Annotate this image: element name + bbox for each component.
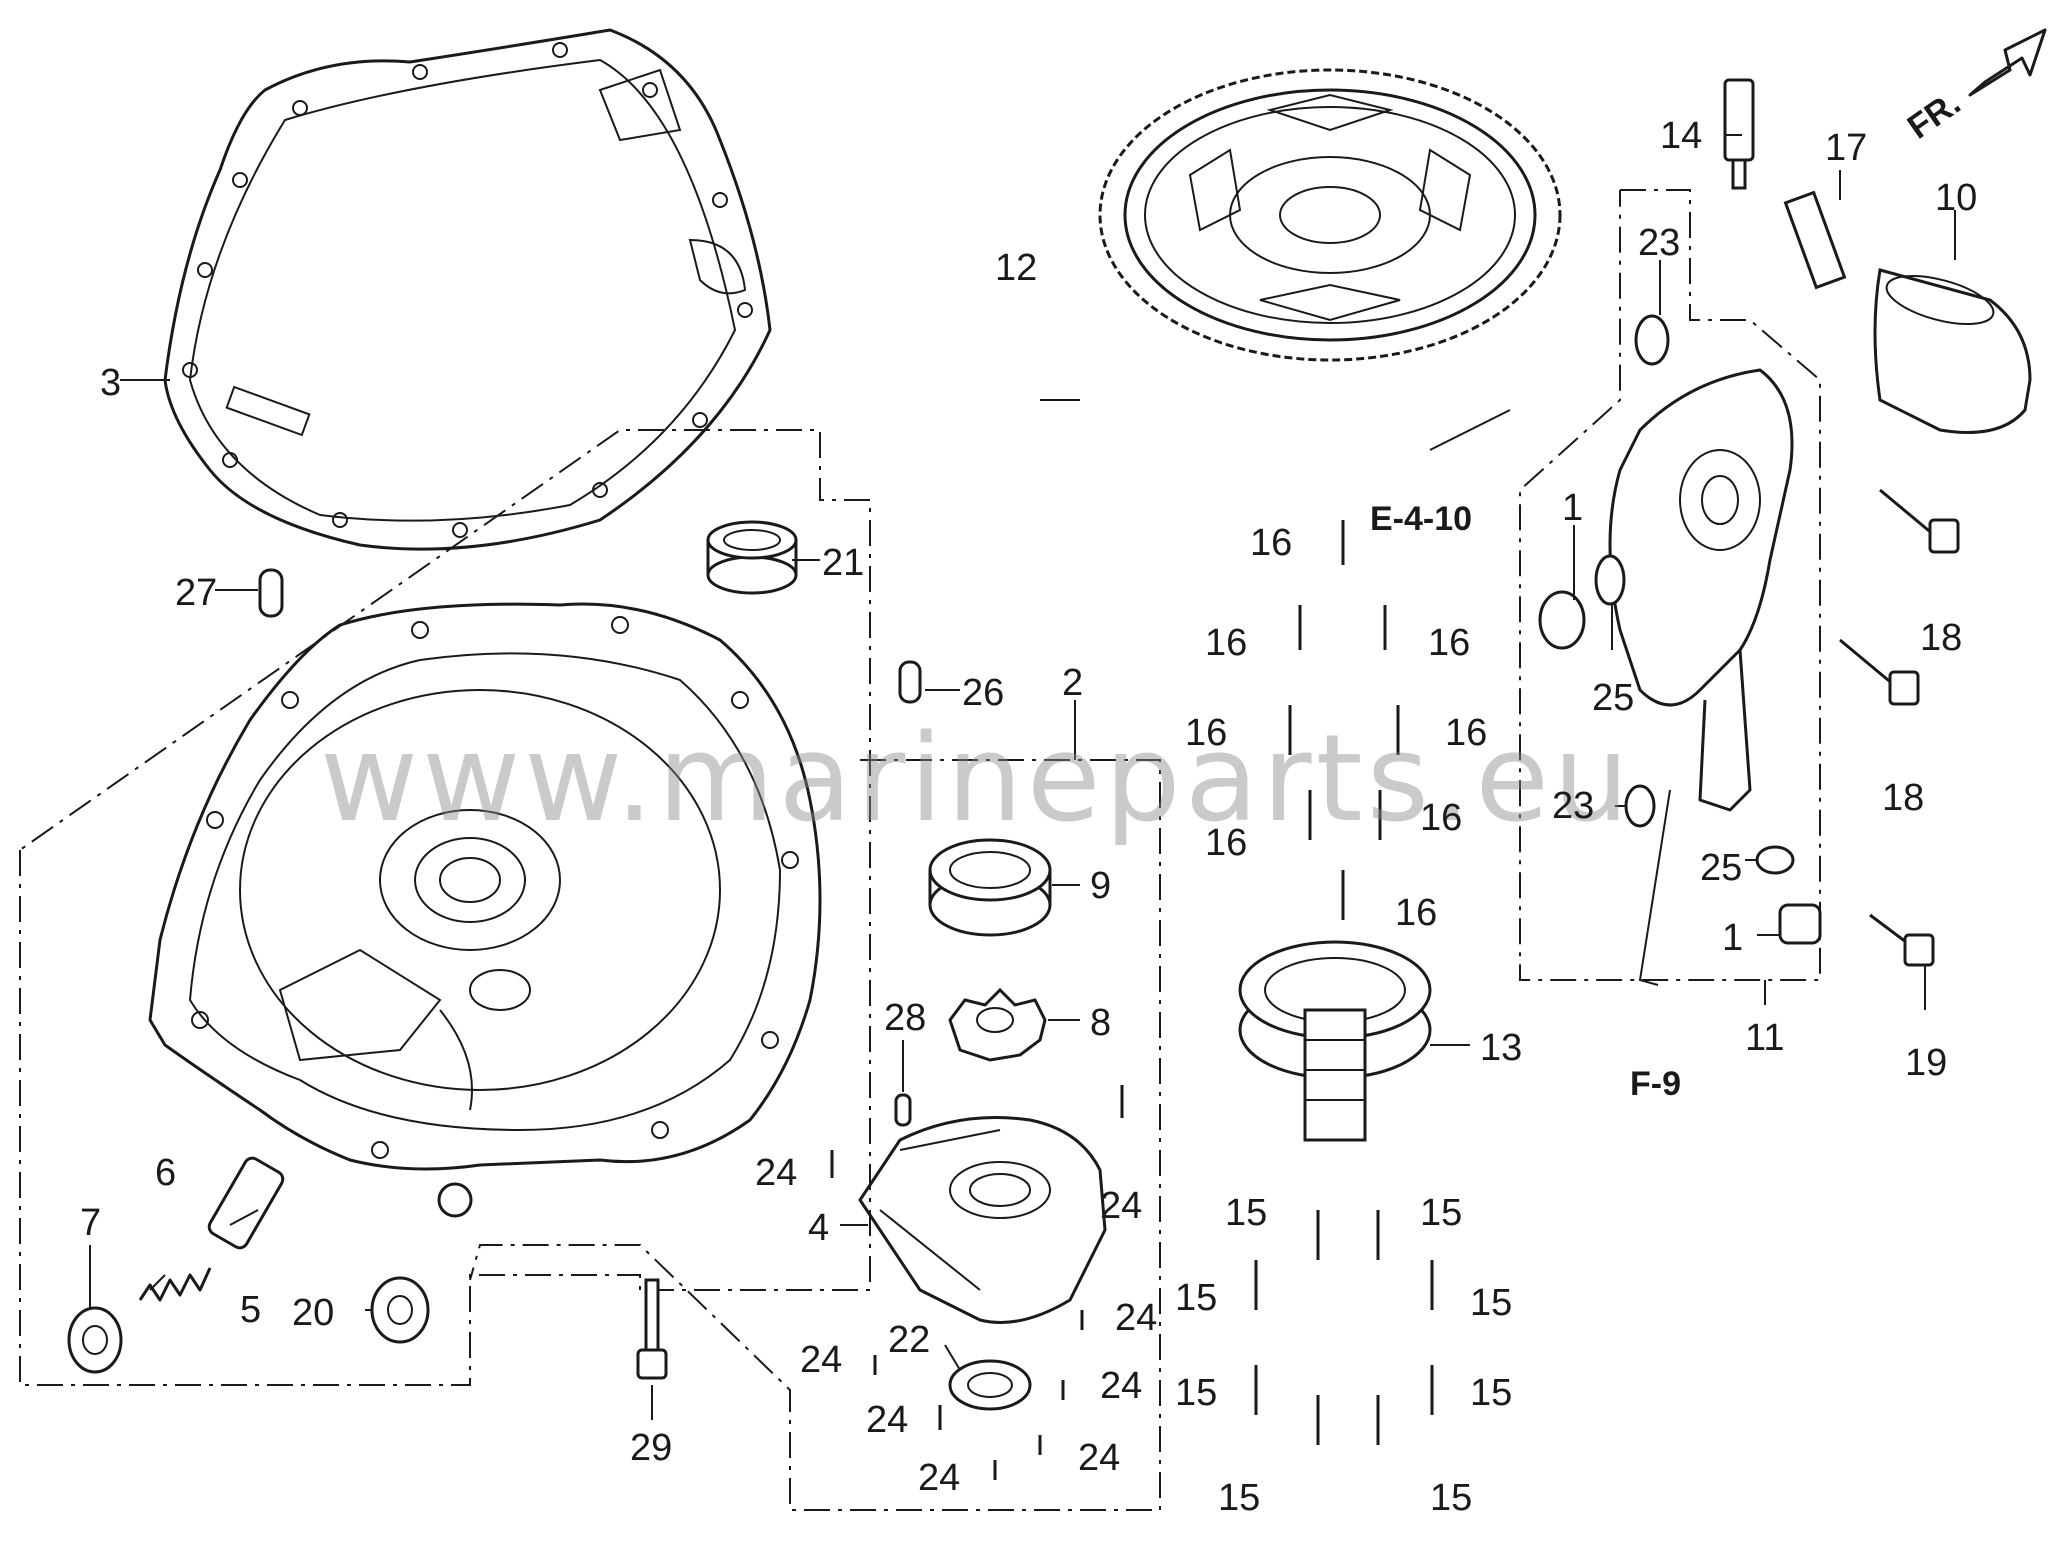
callout-18b: 18 xyxy=(1882,777,1924,819)
callout-15a: 15 xyxy=(1225,1192,1267,1234)
callout-12: 12 xyxy=(995,247,1037,289)
callout-22: 22 xyxy=(888,1319,930,1361)
callout-16e: 16 xyxy=(1445,712,1487,754)
screws-24[interactable] xyxy=(830,1085,1124,1480)
callout-3: 3 xyxy=(100,362,121,404)
group-outline-filter xyxy=(1519,189,1821,981)
group-outline-pump xyxy=(469,759,1161,1511)
callout-15b: 15 xyxy=(1420,1192,1462,1234)
callout-24h: 24 xyxy=(918,1457,960,1499)
callout-16h: 16 xyxy=(1395,892,1437,934)
callout-13: 13 xyxy=(1480,1027,1522,1069)
callout-20: 20 xyxy=(292,1292,334,1334)
callout-8: 8 xyxy=(1090,1002,1111,1044)
callout-2: 2 xyxy=(1062,662,1083,704)
ref-e-4-10[interactable]: E-4-10 xyxy=(1370,500,1472,538)
bolt-19[interactable] xyxy=(1869,913,1935,967)
callout-16f: 16 xyxy=(1205,822,1247,864)
callout-6: 6 xyxy=(155,1152,176,1194)
leader-lines xyxy=(89,134,1956,1420)
callout-23b: 23 xyxy=(1552,785,1594,827)
callout-29: 29 xyxy=(630,1427,672,1469)
plug-1-lower[interactable] xyxy=(1778,903,1822,945)
stud-17[interactable] xyxy=(1783,190,1847,290)
callout-16g: 16 xyxy=(1420,797,1462,839)
callout-23a: 23 xyxy=(1638,222,1680,264)
callout-24b: 24 xyxy=(1100,1185,1142,1227)
plug-20[interactable] xyxy=(370,1276,430,1344)
callout-1a: 1 xyxy=(1562,487,1583,529)
callout-26: 26 xyxy=(962,672,1004,714)
callout-24e: 24 xyxy=(1100,1365,1142,1407)
flywheel-bolts-16[interactable] xyxy=(1288,520,1400,920)
callout-11: 11 xyxy=(1745,1017,1784,1059)
callout-18a: 18 xyxy=(1920,617,1962,659)
washer-25-upper[interactable] xyxy=(1594,554,1626,606)
oil-filter-housing[interactable] xyxy=(1608,368,1794,812)
callout-24c: 24 xyxy=(1115,1297,1157,1339)
callout-19: 19 xyxy=(1905,1042,1947,1084)
flange-bolts-15[interactable] xyxy=(1254,1210,1434,1445)
callout-25a: 25 xyxy=(1592,677,1634,719)
callout-4: 4 xyxy=(808,1207,829,1249)
ring-gear-flywheel[interactable] xyxy=(1098,68,1562,362)
callout-24f: 24 xyxy=(866,1399,908,1441)
callout-24g: 24 xyxy=(1078,1437,1120,1479)
callout-27: 27 xyxy=(175,572,217,614)
callout-16b: 16 xyxy=(1205,622,1247,664)
oil-filter-10[interactable] xyxy=(1873,266,2032,434)
bolt-29[interactable] xyxy=(636,1278,668,1380)
callout-5: 5 xyxy=(240,1289,261,1331)
watermark: www.marineparts.eu xyxy=(320,710,1633,849)
callout-1b: 1 xyxy=(1722,917,1743,959)
drive-flange[interactable] xyxy=(1238,940,1432,1142)
callout-16c: 16 xyxy=(1428,622,1470,664)
dowel-pin-28[interactable] xyxy=(894,1093,912,1127)
plug-1-upper[interactable] xyxy=(1538,590,1586,650)
callout-21: 21 xyxy=(822,542,864,584)
callout-14: 14 xyxy=(1660,115,1702,157)
sealing-bolt-7[interactable] xyxy=(67,1306,123,1374)
callout-7: 7 xyxy=(80,1202,101,1244)
callout-10: 10 xyxy=(1935,177,1977,219)
front-direction-arrow: FR. xyxy=(1901,28,2047,147)
washer-23-top[interactable] xyxy=(1634,314,1670,366)
callout-16a: 16 xyxy=(1250,522,1292,564)
inner-rotor-8[interactable] xyxy=(948,987,1047,1062)
callout-24d: 24 xyxy=(800,1339,842,1381)
group-outline-case xyxy=(19,429,871,1386)
callout-16d: 16 xyxy=(1185,712,1227,754)
callout-17: 17 xyxy=(1825,127,1867,169)
spring-6[interactable] xyxy=(138,1267,212,1302)
ref-f-9[interactable]: F-9 xyxy=(1630,1065,1681,1103)
oil-pressure-switch-14[interactable] xyxy=(1723,78,1755,190)
gasket[interactable] xyxy=(163,28,772,551)
main-case-cover[interactable] xyxy=(148,602,822,1218)
callout-15e: 15 xyxy=(1175,1372,1217,1414)
front-marker-label: FR. xyxy=(1901,84,1968,147)
oil-seal-22[interactable] xyxy=(948,1359,1032,1411)
callout-24a: 24 xyxy=(755,1152,797,1194)
outer-rotor-9[interactable] xyxy=(928,838,1052,937)
callout-15g: 15 xyxy=(1218,1477,1260,1519)
dowel-pin-26[interactable] xyxy=(898,660,922,704)
pump-cover-4[interactable] xyxy=(858,1116,1107,1324)
relief-valve-5[interactable] xyxy=(206,1155,285,1250)
bolts-18[interactable] xyxy=(1839,488,1960,706)
callout-9: 9 xyxy=(1090,865,1111,907)
callout-15c: 15 xyxy=(1175,1277,1217,1319)
callout-15f: 15 xyxy=(1470,1372,1512,1414)
callout-28: 28 xyxy=(884,997,926,1039)
oil-seal-21[interactable] xyxy=(706,520,798,595)
washer-25-lower[interactable] xyxy=(1755,845,1795,875)
callout-25b: 25 xyxy=(1700,847,1742,889)
dowel-pin-27[interactable] xyxy=(258,568,284,618)
callout-15d: 15 xyxy=(1470,1282,1512,1324)
callout-15h: 15 xyxy=(1430,1477,1472,1519)
